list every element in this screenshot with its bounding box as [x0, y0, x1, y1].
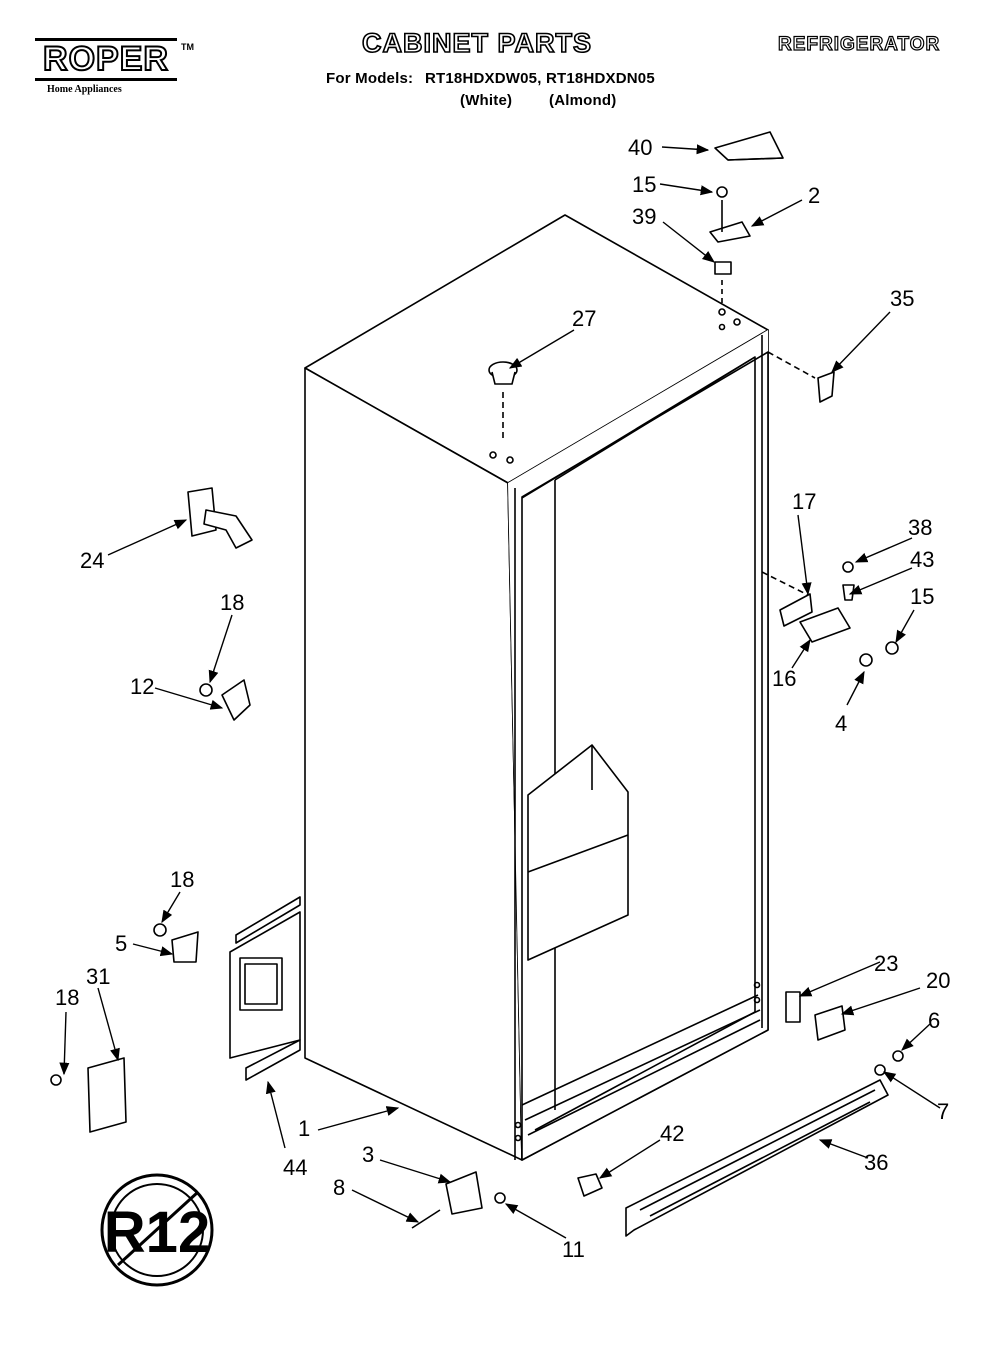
logo-wordmark: ROPER — [42, 40, 169, 78]
callout-2: 2 — [808, 183, 820, 208]
side-panel — [229, 896, 301, 1081]
logo-rule-bottom — [35, 78, 177, 81]
clip-42 — [577, 1173, 603, 1197]
appliance-category: REFRIGERATOR — [777, 33, 941, 55]
callout-20: 20 — [926, 968, 950, 993]
cover-31 — [87, 1057, 127, 1133]
callout-23: 23 — [874, 951, 898, 976]
callout-7: 7 — [937, 1099, 949, 1124]
brand-logo: ROPER TM Home Appliances — [33, 36, 194, 98]
callout-1: 1 — [298, 1116, 310, 1141]
lower-valve — [411, 1171, 506, 1229]
callout-4: 4 — [835, 711, 847, 736]
refrigerant-mark: R12 — [104, 1200, 210, 1265]
top-hinge-assembly — [709, 131, 784, 305]
callout-24: 24 — [80, 548, 104, 573]
r12-emblem — [100, 1173, 214, 1287]
callout-43: 43 — [910, 547, 934, 572]
kickplate-grille — [625, 1079, 889, 1237]
leader-lines — [59, 144, 941, 1239]
callout-31: 31 — [86, 964, 110, 989]
callout-12: 12 — [130, 674, 154, 699]
callout-38: 38 — [908, 515, 932, 540]
callout-3: 3 — [362, 1142, 374, 1167]
callout-39: 39 — [632, 204, 656, 229]
models-prefix: For Models: — [326, 70, 414, 87]
callout-5: 5 — [115, 931, 127, 956]
model-numbers: RT18HDXDW05, RT18HDXDN05 — [425, 70, 655, 87]
logo-trademark: TM — [181, 42, 194, 52]
lower-hinge-5 — [153, 923, 199, 963]
callout-44: 44 — [283, 1155, 307, 1180]
logo-tagline: Home Appliances — [47, 84, 122, 95]
bracket-12 — [199, 679, 251, 721]
callout-18-middle: 18 — [170, 867, 194, 892]
hinge-cover-part — [817, 371, 835, 403]
callout-18-upper: 18 — [220, 590, 244, 615]
callout-16: 16 — [772, 666, 796, 691]
center-hinge-assembly — [761, 561, 899, 667]
cabinet-shell — [304, 214, 769, 1161]
callout-17: 17 — [792, 489, 816, 514]
callout-40: 40 — [628, 135, 652, 160]
lower-right-bracket — [785, 991, 904, 1076]
color-almond-label: (Almond) — [549, 92, 617, 109]
logo-rule-top — [35, 38, 177, 41]
callout-labels: 40 15 2 39 35 27 24 17 38 43 15 16 4 18 … — [55, 135, 950, 1262]
callout-18-lower: 18 — [55, 985, 79, 1010]
callout-6: 6 — [928, 1008, 940, 1033]
callout-15-top: 15 — [632, 172, 656, 197]
callout-15-center: 15 — [910, 584, 934, 609]
callout-42: 42 — [660, 1121, 684, 1146]
callout-35: 35 — [890, 286, 914, 311]
latch-part — [187, 487, 253, 549]
page-title: CABINET PARTS — [361, 27, 593, 59]
callout-36: 36 — [864, 1150, 888, 1175]
color-white-label: (White) — [460, 92, 513, 109]
callout-8: 8 — [333, 1175, 345, 1200]
callout-11: 11 — [562, 1237, 585, 1262]
callout-27: 27 — [572, 306, 596, 331]
